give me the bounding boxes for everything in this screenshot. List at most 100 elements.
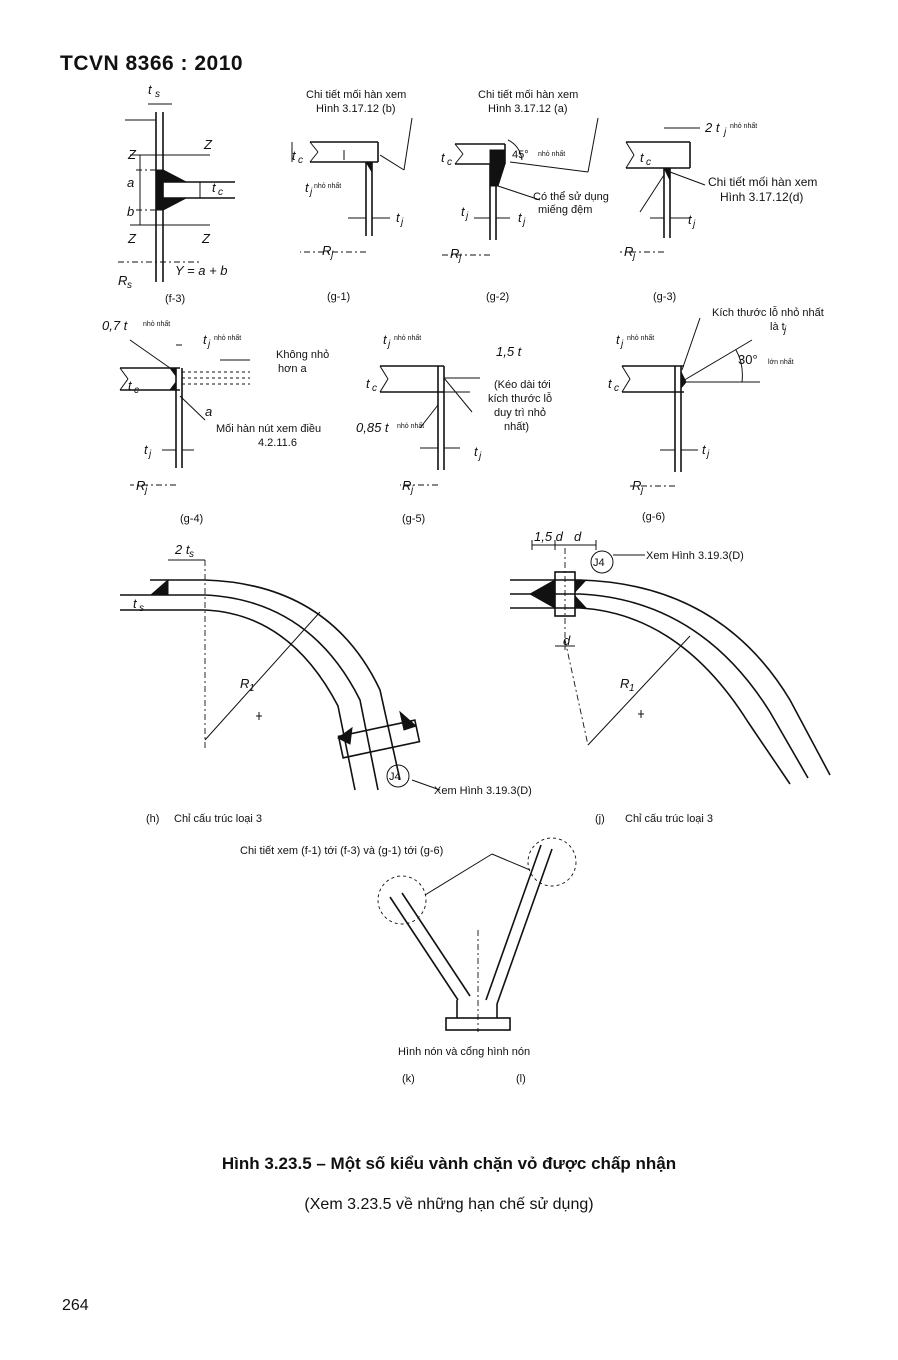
svg-text:t: t bbox=[133, 596, 138, 611]
svg-text:j: j bbox=[477, 451, 482, 462]
svg-text:t: t bbox=[608, 376, 613, 391]
svg-text:t: t bbox=[518, 210, 523, 225]
svg-text:j: j bbox=[705, 449, 710, 460]
figure-subcaption: (Xem 3.23.5 về những hạn chế sử dụng) bbox=[304, 1196, 594, 1213]
svg-text:J4: J4 bbox=[593, 557, 605, 569]
svg-text:nhỏ nhất: nhỏ nhất bbox=[397, 421, 424, 430]
figure-caption: Hình 3.23.5 – Một số kiểu vành chặn vỏ đ… bbox=[221, 1154, 677, 1173]
svg-text:1: 1 bbox=[249, 683, 255, 694]
svg-text:t: t bbox=[212, 180, 217, 195]
panel-f3: t s Z Z a b t c Z Z R s Y = a + b (f-3) bbox=[118, 82, 235, 305]
svg-text:Hình 3.17.12 (a): Hình 3.17.12 (a) bbox=[488, 103, 568, 115]
g2-tag: (g-2) bbox=[486, 291, 509, 303]
panel-j: 1,5 d d J4 Xem Hình 3.19.3(D) d R 1 (j) … bbox=[510, 529, 831, 825]
svg-text:t: t bbox=[203, 332, 208, 347]
svg-text:j: j bbox=[308, 187, 313, 198]
svg-text:Z: Z bbox=[127, 147, 137, 162]
svg-text:Có thể sử dụng: Có thể sử dụng bbox=[533, 191, 609, 203]
svg-text:30°: 30° bbox=[738, 352, 758, 367]
svg-text:Chi tiết xem (f-1) tới (f-3) v: Chi tiết xem (f-1) tới (f-3) và (g-1) tớ… bbox=[240, 845, 443, 857]
svg-text:c: c bbox=[298, 155, 303, 166]
svg-text:kích thước lỗ: kích thước lỗ bbox=[488, 392, 552, 405]
l-tag: (l) bbox=[516, 1073, 526, 1085]
panel-g4: 0,7 t nhỏ nhất t j nhỏ nhất Không nhỏ hơ… bbox=[102, 318, 329, 525]
svg-text:R: R bbox=[632, 478, 641, 493]
f3-equation: Y = a + b bbox=[175, 263, 228, 278]
svg-text:j: j bbox=[521, 217, 526, 228]
svg-text:j: j bbox=[386, 339, 391, 350]
svg-text:2 t: 2 t bbox=[704, 120, 721, 135]
svg-text:Hình 3.17.12(d): Hình 3.17.12(d) bbox=[720, 190, 803, 204]
svg-text:R: R bbox=[624, 244, 633, 259]
svg-text:R: R bbox=[240, 676, 249, 691]
panel-g2: Chi tiết mối hàn xem Hình 3.17.12 (a) 45… bbox=[440, 89, 609, 303]
document-header: TCVN 8366 : 2010 bbox=[60, 52, 244, 75]
svg-text:s: s bbox=[139, 603, 144, 614]
h-tag: (h) bbox=[146, 813, 159, 825]
svg-text:nhất): nhất) bbox=[504, 421, 529, 433]
svg-text:c: c bbox=[447, 157, 452, 168]
k-tag: (k) bbox=[402, 1073, 415, 1085]
svg-text:t: t bbox=[702, 442, 707, 457]
svg-text:lớn nhất: lớn nhất bbox=[768, 357, 794, 366]
svg-text:c: c bbox=[646, 157, 651, 168]
svg-text:t: t bbox=[366, 376, 371, 391]
g5-tag: (g-5) bbox=[402, 513, 425, 525]
svg-text:2 t: 2 t bbox=[174, 542, 191, 557]
svg-text:c: c bbox=[614, 383, 619, 394]
svg-text:j: j bbox=[399, 217, 404, 228]
panel-g1: Chi tiết mối hàn xem Hình 3.17.12 (b) t … bbox=[291, 89, 413, 303]
svg-text:1,5 t: 1,5 t bbox=[496, 344, 523, 359]
svg-text:Z: Z bbox=[201, 231, 211, 246]
svg-text:nhỏ nhất: nhỏ nhất bbox=[730, 121, 757, 130]
svg-text:j: j bbox=[722, 127, 727, 138]
panel-g5: t j nhỏ nhất 1,5 t (Kéo dài tới kích thư… bbox=[356, 332, 552, 525]
j-tag: (j) bbox=[595, 813, 605, 825]
svg-text:Z: Z bbox=[203, 137, 213, 152]
svg-text:c: c bbox=[134, 385, 139, 396]
svg-text:t: t bbox=[144, 442, 149, 457]
svg-text:nhỏ nhất: nhỏ nhất bbox=[538, 149, 565, 158]
svg-text:1: 1 bbox=[629, 683, 635, 694]
svg-text:nhỏ nhất: nhỏ nhất bbox=[627, 333, 654, 342]
svg-text:c: c bbox=[372, 383, 377, 394]
svg-text:Kích thước lỗ nhỏ nhất: Kích thước lỗ nhỏ nhất bbox=[712, 306, 824, 319]
svg-text:t: t bbox=[688, 212, 693, 227]
panel-kl: Chi tiết xem (f-1) tới (f-3) và (g-1) tớ… bbox=[240, 837, 577, 1085]
g6-tag: (g-6) bbox=[642, 511, 665, 523]
svg-text:1,5 d: 1,5 d bbox=[534, 529, 564, 544]
svg-text:miếng đệm: miếng đệm bbox=[538, 204, 592, 216]
svg-text:hơn a: hơn a bbox=[278, 363, 308, 375]
g3-tag: (g-3) bbox=[653, 291, 676, 303]
svg-text:nhỏ nhất: nhỏ nhất bbox=[394, 333, 421, 342]
svg-text:t: t bbox=[474, 444, 479, 459]
svg-text:j: j bbox=[409, 485, 414, 496]
svg-text:a: a bbox=[127, 175, 134, 190]
svg-text:Z: Z bbox=[127, 231, 137, 246]
svg-text:j: j bbox=[147, 449, 152, 460]
svg-text:Chi tiết mối hàn xem: Chi tiết mối hàn xem bbox=[708, 175, 817, 189]
svg-text:s: s bbox=[127, 280, 132, 291]
svg-text:nhỏ nhất: nhỏ nhất bbox=[143, 319, 170, 328]
svg-text:t: t bbox=[292, 148, 297, 163]
svg-text:J4: J4 bbox=[389, 771, 401, 783]
svg-text:nhỏ nhất: nhỏ nhất bbox=[314, 181, 341, 190]
svg-text:R: R bbox=[118, 273, 127, 288]
svg-text:R: R bbox=[322, 243, 331, 258]
svg-text:Chi tiết mối hàn xem: Chi tiết mối hàn xem bbox=[478, 89, 578, 101]
page-number: 264 bbox=[62, 1297, 89, 1314]
panel-g3: 2 t j nhỏ nhất Chi tiết mối hàn xem Hình… bbox=[620, 120, 817, 303]
svg-text:j: j bbox=[464, 211, 469, 222]
svg-text:4.2.11.6: 4.2.11.6 bbox=[258, 437, 297, 449]
svg-text:t: t bbox=[441, 150, 446, 165]
f3-tag: (f-3) bbox=[165, 293, 185, 305]
svg-text:t: t bbox=[640, 150, 645, 165]
svg-text:t: t bbox=[128, 378, 133, 393]
svg-text:R: R bbox=[450, 246, 459, 261]
svg-text:0,85 t: 0,85 t bbox=[356, 420, 390, 435]
svg-text:Chi tiết mối hàn xem: Chi tiết mối hàn xem bbox=[306, 89, 406, 101]
svg-text:duy trì nhỏ: duy trì nhỏ bbox=[494, 407, 546, 419]
panel-h: 2 t s t s R 1 J4 Xem Hình 3.19.3(D) (h) … bbox=[120, 542, 532, 825]
svg-text:c: c bbox=[218, 187, 223, 198]
